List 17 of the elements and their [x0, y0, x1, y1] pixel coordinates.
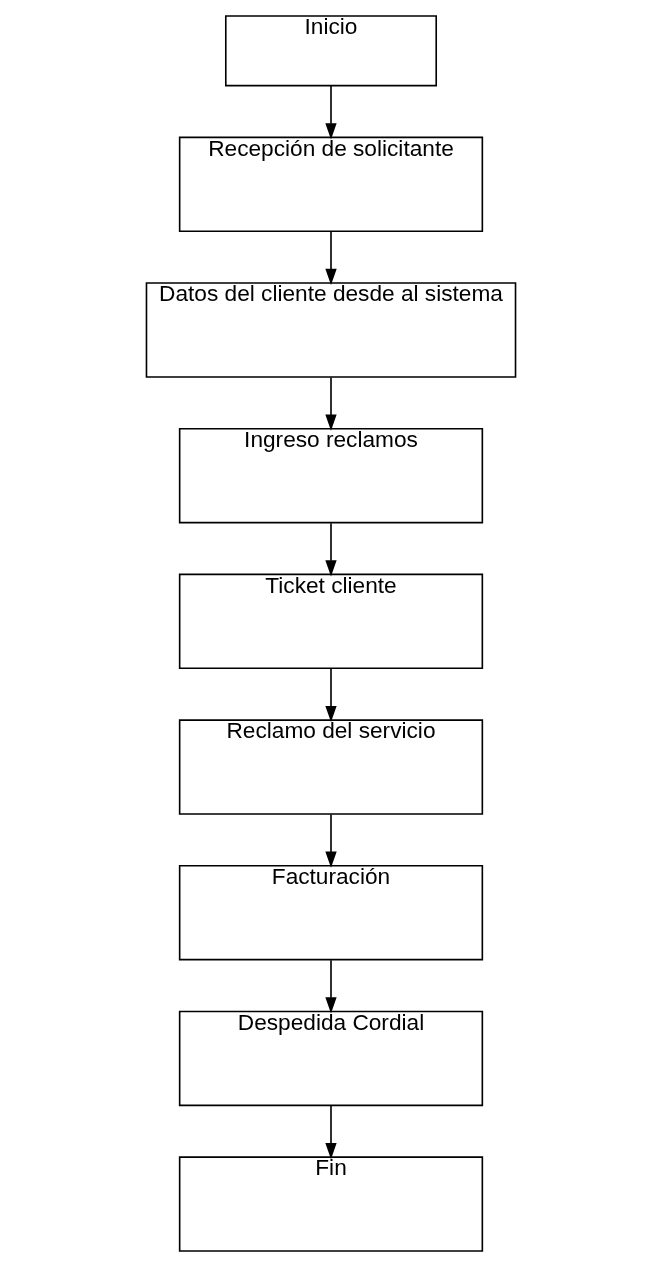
arrow: [325, 668, 337, 723]
node-box: Ticket cliente: [178, 573, 484, 670]
node-box: Fin: [178, 1156, 484, 1252]
arrow: [325, 522, 337, 577]
node-box: Datos del cliente desde al sistema: [145, 282, 517, 378]
node-box: Facturación: [178, 864, 484, 961]
arrow: [325, 85, 337, 140]
arrow: [325, 376, 337, 431]
node-box: Ingreso reclamos: [178, 427, 484, 524]
arrow: [325, 813, 337, 868]
arrow: [325, 959, 337, 1014]
node-box: Recepción de solicitante: [178, 136, 484, 233]
node-box: Despedida Cordial: [178, 1010, 484, 1107]
node-box: Reclamo del servicio: [178, 719, 484, 815]
arrow: [325, 1105, 337, 1160]
arrow: [325, 231, 337, 286]
node-box: Inicio: [225, 15, 437, 87]
